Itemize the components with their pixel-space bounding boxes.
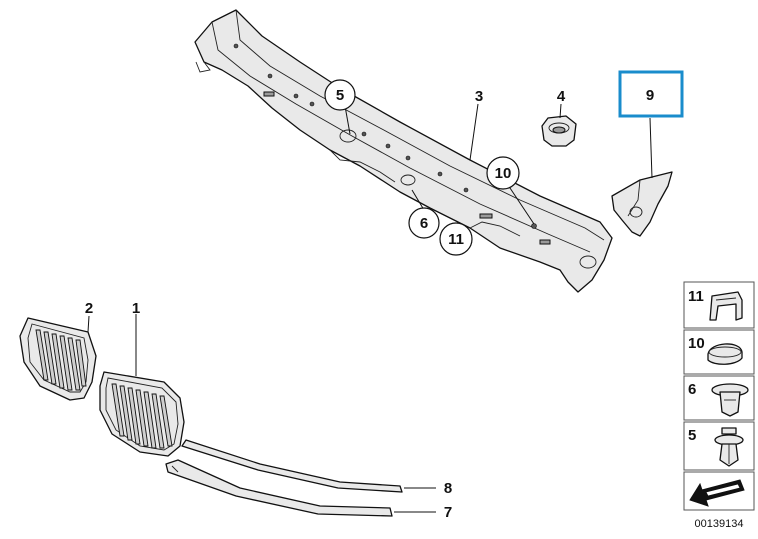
kidney-grille-left-part[interactable]: [19, 317, 97, 401]
legend-item-10[interactable]: 10: [683, 329, 755, 375]
legend-item-11[interactable]: 11: [683, 281, 755, 329]
svg-text:11: 11: [448, 231, 464, 248]
svg-text:6: 6: [688, 381, 696, 398]
svg-text:1: 1: [132, 300, 140, 317]
callout-6: 6: [408, 207, 440, 239]
svg-text:11: 11: [688, 288, 704, 305]
svg-text:5: 5: [336, 87, 344, 104]
expansion-rivet-icon: [714, 427, 744, 467]
trim-strip-7-part[interactable]: [165, 459, 393, 517]
callout-5: 5: [324, 79, 356, 111]
svg-text:3: 3: [475, 88, 483, 105]
cap-plug-icon: [707, 343, 743, 365]
svg-text:5: 5: [688, 427, 696, 444]
cowl-panel-part[interactable]: [194, 9, 613, 293]
callout-8: 8: [444, 480, 452, 497]
callout-7: 7: [444, 504, 452, 521]
callout-2: 2: [85, 300, 93, 317]
svg-text:7: 7: [444, 504, 452, 521]
legend-arrow-item: [683, 471, 755, 511]
clip-icon: [709, 291, 743, 321]
side-bracket-part[interactable]: [611, 171, 673, 237]
callout-4: 4: [557, 88, 566, 105]
rubber-plug-part[interactable]: [541, 115, 577, 147]
svg-text:10: 10: [495, 165, 512, 182]
trim-strip-8-part[interactable]: [181, 439, 403, 493]
callout-11: 11: [439, 222, 473, 256]
legend-item-6[interactable]: 6: [683, 375, 755, 421]
callout-1: 1: [132, 300, 140, 317]
callout-9-highlighted[interactable]: 9: [618, 70, 684, 118]
legend-item-5[interactable]: 5: [683, 421, 755, 471]
direction-arrow-icon: [689, 479, 745, 507]
svg-text:8: 8: [444, 480, 452, 497]
svg-text:2: 2: [85, 300, 93, 317]
leader-lines: [87, 103, 653, 513]
svg-text:6: 6: [420, 215, 428, 232]
kidney-grille-right-part[interactable]: [99, 371, 185, 457]
svg-text:4: 4: [557, 88, 566, 105]
diagram-code: 00139134: [695, 518, 744, 530]
callout-10: 10: [486, 156, 520, 190]
svg-text:10: 10: [688, 335, 705, 352]
callout-3: 3: [475, 88, 483, 105]
svg-text:9: 9: [646, 87, 654, 104]
push-rivet-icon: [711, 383, 749, 417]
